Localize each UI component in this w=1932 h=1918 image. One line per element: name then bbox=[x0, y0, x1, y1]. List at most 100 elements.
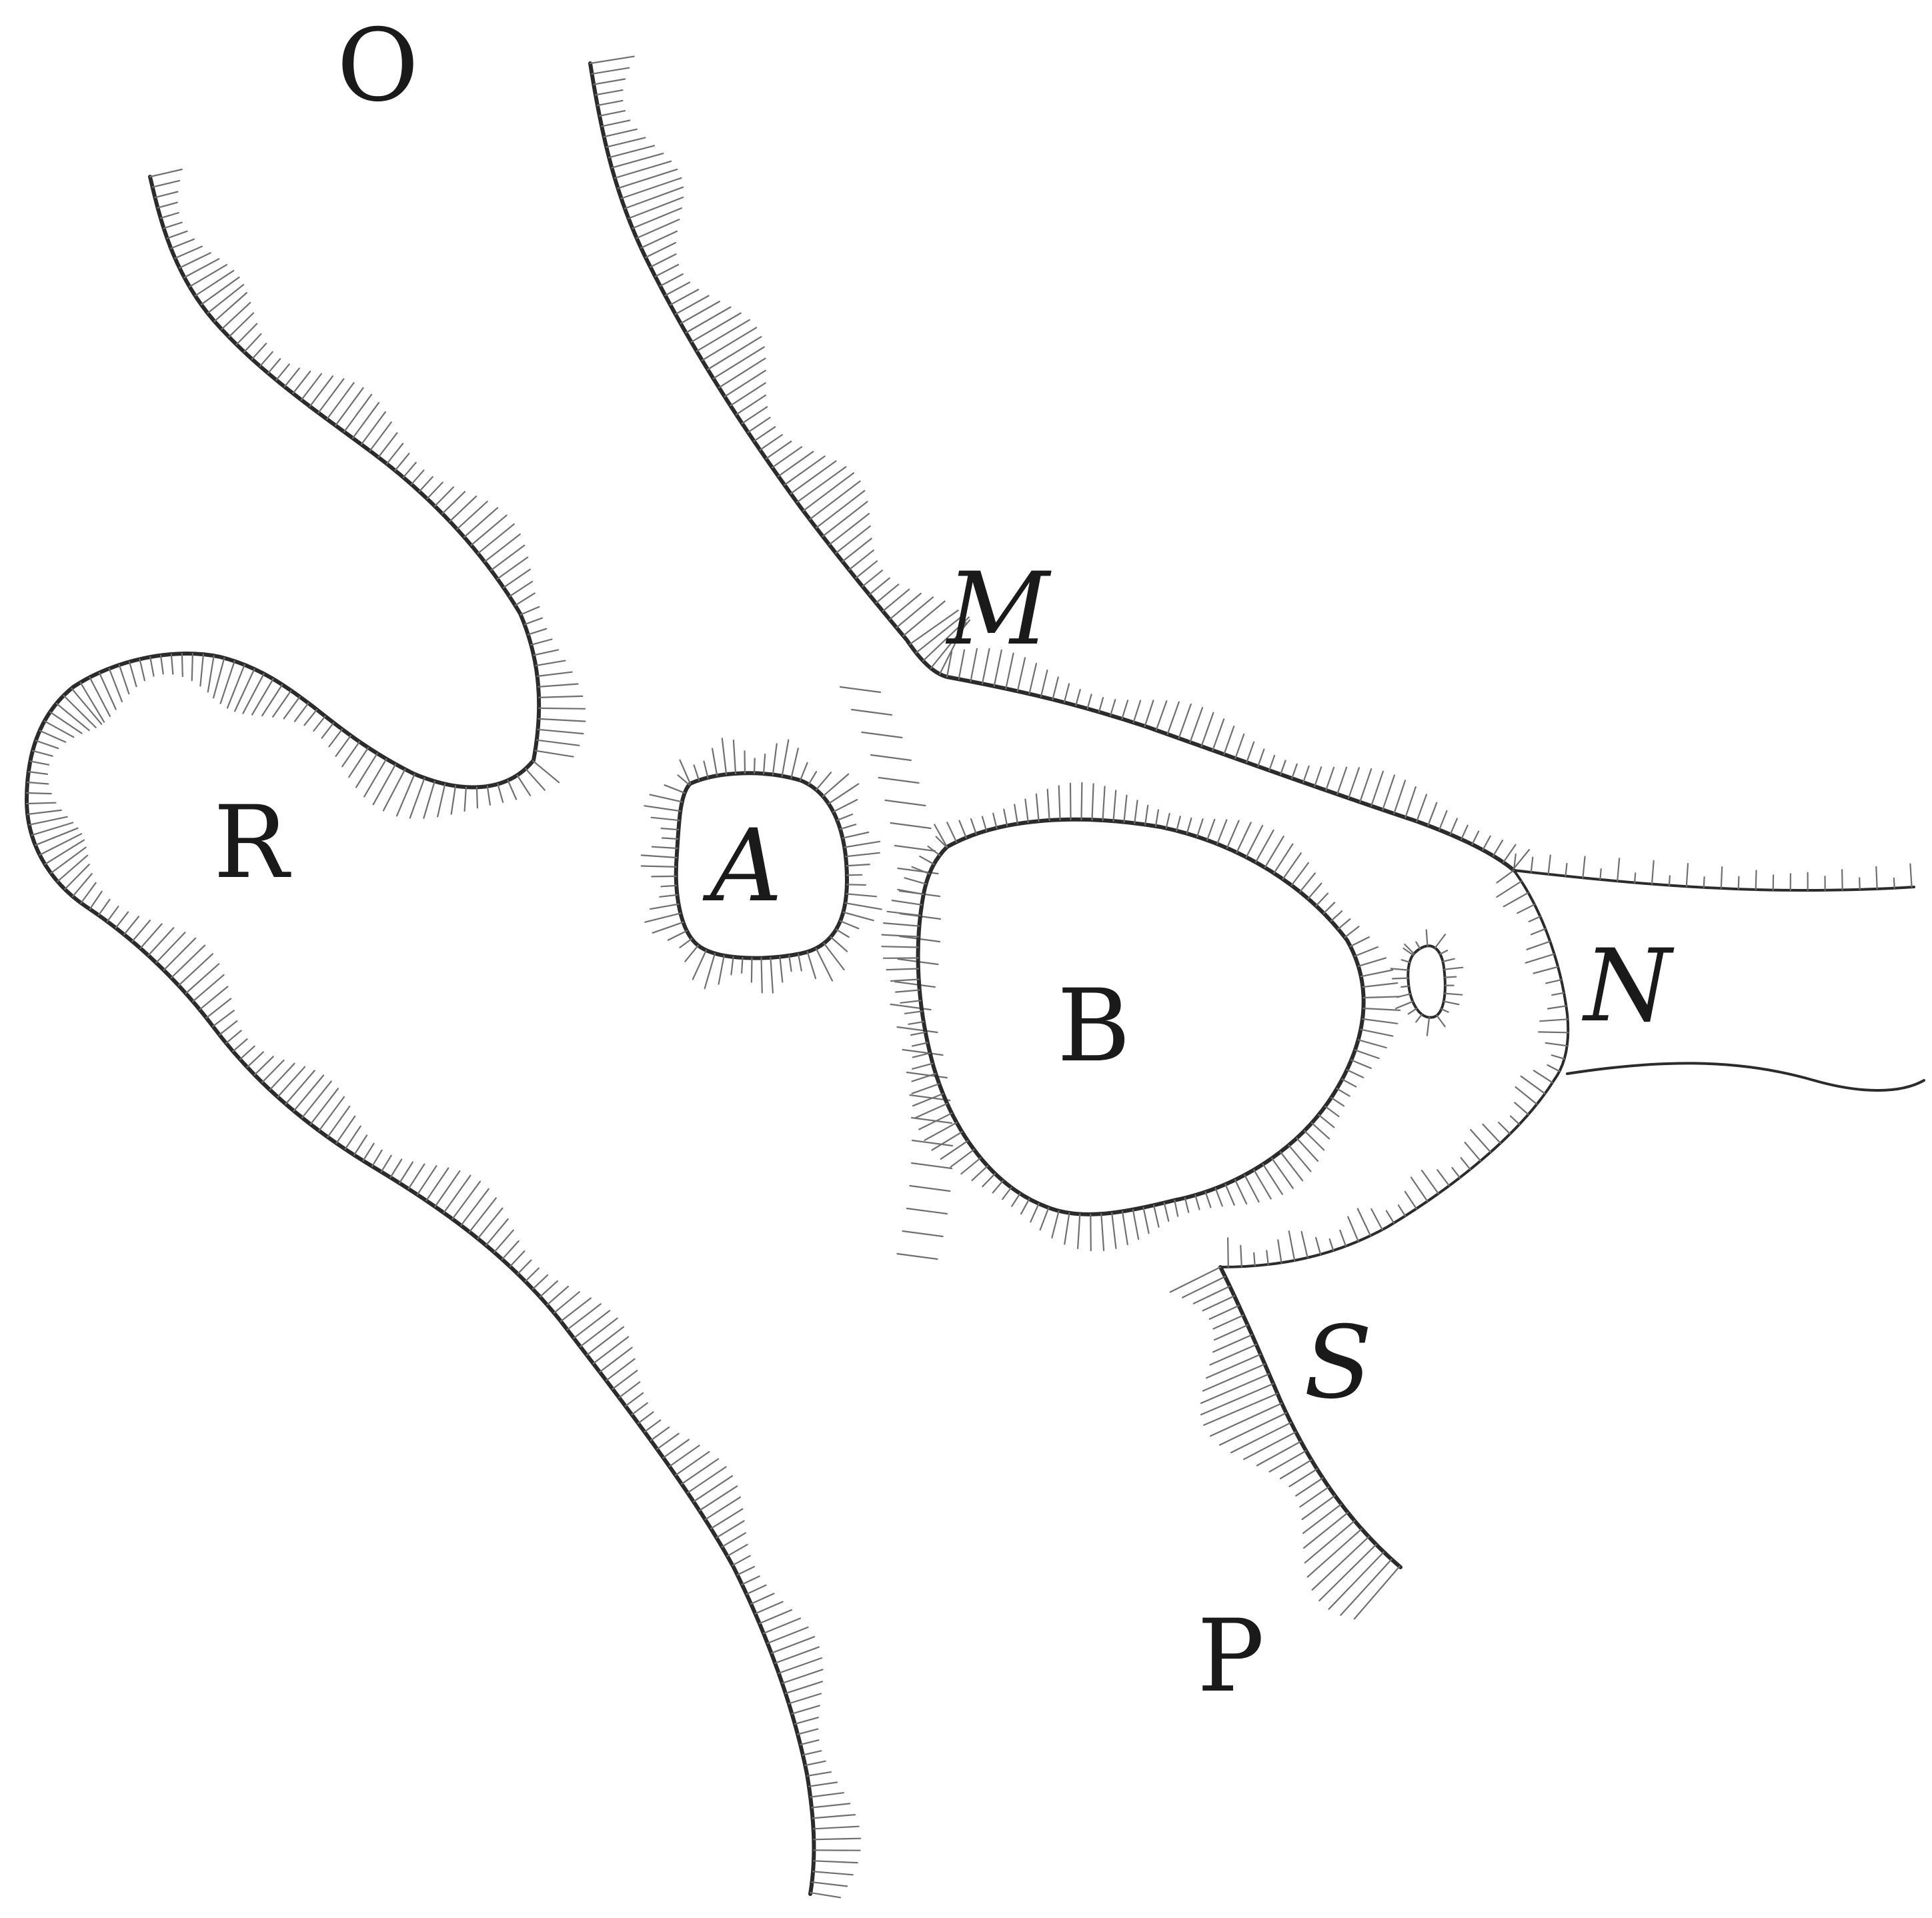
hachure-stroke bbox=[1304, 1131, 1324, 1150]
hachure-stroke bbox=[1166, 814, 1170, 828]
hachure-stroke bbox=[270, 1064, 295, 1090]
hachure-stroke bbox=[734, 740, 736, 774]
hachure-stroke bbox=[637, 219, 680, 238]
hachure-stroke bbox=[1360, 1030, 1392, 1036]
hachure-stroke bbox=[116, 912, 129, 928]
hachure-stroke bbox=[1405, 1192, 1416, 1209]
hachure-stroke bbox=[1246, 742, 1254, 763]
hachure-stroke bbox=[754, 758, 755, 773]
hachure-stroke bbox=[387, 443, 403, 463]
hachure-stroke bbox=[1292, 764, 1297, 779]
hachure-stroke bbox=[1394, 780, 1405, 814]
hachure-stroke bbox=[1435, 934, 1445, 948]
hachure-stroke bbox=[1355, 947, 1378, 956]
hachure-stroke bbox=[706, 1497, 741, 1520]
hachure-stroke bbox=[1270, 1451, 1306, 1471]
hachure-stroke bbox=[870, 578, 890, 595]
label-b: B bbox=[1057, 968, 1130, 1084]
hachure-stroke bbox=[1441, 1009, 1448, 1012]
hachure-stroke bbox=[1756, 870, 1757, 890]
hachure-stroke bbox=[1325, 1106, 1338, 1116]
hachure-stroke bbox=[201, 277, 239, 305]
hachure-stroke bbox=[891, 823, 931, 828]
label-o: O bbox=[337, 8, 419, 124]
hachure-stroke bbox=[1076, 690, 1080, 706]
hachure-stroke bbox=[30, 761, 49, 764]
hachure-stroke bbox=[536, 661, 565, 666]
hachure-stroke bbox=[792, 748, 798, 778]
hachure-stroke bbox=[719, 358, 765, 387]
label-r: R bbox=[213, 785, 291, 901]
hachure-stroke bbox=[1021, 1199, 1029, 1214]
hachure-stroke bbox=[244, 334, 261, 352]
hachure-stroke bbox=[164, 223, 182, 229]
hachure-stroke bbox=[240, 1046, 255, 1060]
hachure-stroke bbox=[662, 838, 678, 840]
ring-around-b-hachures bbox=[1228, 870, 1568, 1267]
hachure-stroke bbox=[813, 1871, 853, 1875]
hachure-stroke bbox=[772, 447, 802, 467]
hachure-stroke bbox=[1134, 701, 1141, 723]
hachure-stroke bbox=[748, 417, 770, 432]
hachure-stroke bbox=[1269, 756, 1274, 770]
hachure-stroke bbox=[1687, 864, 1688, 886]
hachure-stroke bbox=[912, 1064, 932, 1069]
hachure-stroke bbox=[625, 187, 683, 209]
hachure-stroke bbox=[666, 282, 690, 295]
hachure-stroke bbox=[754, 427, 776, 441]
hachure-stroke bbox=[1392, 978, 1408, 979]
hachure-stroke bbox=[900, 1000, 920, 1002]
hachure-stroke bbox=[311, 1088, 338, 1124]
hachure-stroke bbox=[1090, 1214, 1091, 1250]
hachure-stroke bbox=[285, 368, 299, 387]
hachure-stroke bbox=[171, 239, 194, 249]
hachure-stroke bbox=[1312, 1537, 1369, 1590]
hachure-stroke bbox=[912, 1118, 952, 1123]
hachure-stroke bbox=[40, 731, 66, 742]
hachure-stroke bbox=[539, 708, 585, 709]
hachure-stroke bbox=[322, 723, 334, 738]
hachure-stroke bbox=[1426, 930, 1428, 946]
hachure-stroke bbox=[742, 1577, 760, 1585]
hachure-stroke bbox=[1842, 870, 1843, 890]
hachure-stroke bbox=[155, 192, 177, 198]
hachure-stroke bbox=[1052, 677, 1058, 699]
hachure-stroke bbox=[1350, 937, 1369, 946]
hachure-stroke bbox=[1319, 1545, 1376, 1601]
hachure-stroke bbox=[171, 654, 173, 674]
hachure-stroke bbox=[1416, 942, 1420, 949]
hachure-stroke bbox=[1225, 1184, 1234, 1205]
hachure-stroke bbox=[1289, 1231, 1294, 1260]
hachure-stroke bbox=[124, 916, 139, 934]
hachure-stroke bbox=[1101, 1214, 1104, 1250]
hachure-stroke bbox=[538, 684, 578, 687]
hachure-stroke bbox=[1398, 1205, 1405, 1216]
hachure-stroke bbox=[1312, 1123, 1329, 1139]
hachure-stroke bbox=[1437, 1170, 1449, 1186]
hachure-stroke bbox=[862, 732, 902, 738]
hachure-stroke bbox=[1002, 1188, 1011, 1200]
hachure-stroke bbox=[792, 1706, 819, 1714]
hachure-stroke bbox=[1552, 993, 1564, 995]
hachure-stroke bbox=[1210, 1344, 1256, 1364]
hachure-stroke bbox=[435, 488, 453, 506]
hachure-stroke bbox=[1876, 867, 1877, 889]
hachure-stroke bbox=[895, 982, 935, 987]
hachure-stroke bbox=[862, 570, 882, 586]
hachure-stroke bbox=[51, 848, 85, 874]
hachure-stroke bbox=[1345, 926, 1359, 937]
hachure-stroke bbox=[891, 1004, 931, 1010]
hachure-stroke bbox=[694, 1476, 732, 1502]
hachure-stroke bbox=[1552, 1055, 1565, 1059]
hachure-stroke bbox=[764, 754, 765, 774]
hachure-stroke bbox=[1451, 819, 1457, 835]
hachure-stroke bbox=[879, 778, 919, 783]
hachure-stroke bbox=[200, 654, 203, 686]
hachure-stroke bbox=[843, 832, 869, 838]
hachure-stroke bbox=[730, 383, 765, 405]
hachure-stroke bbox=[526, 1268, 539, 1282]
hachure-stroke bbox=[161, 213, 179, 218]
hachure-stroke bbox=[947, 822, 956, 842]
hachure-stroke bbox=[294, 1076, 323, 1111]
